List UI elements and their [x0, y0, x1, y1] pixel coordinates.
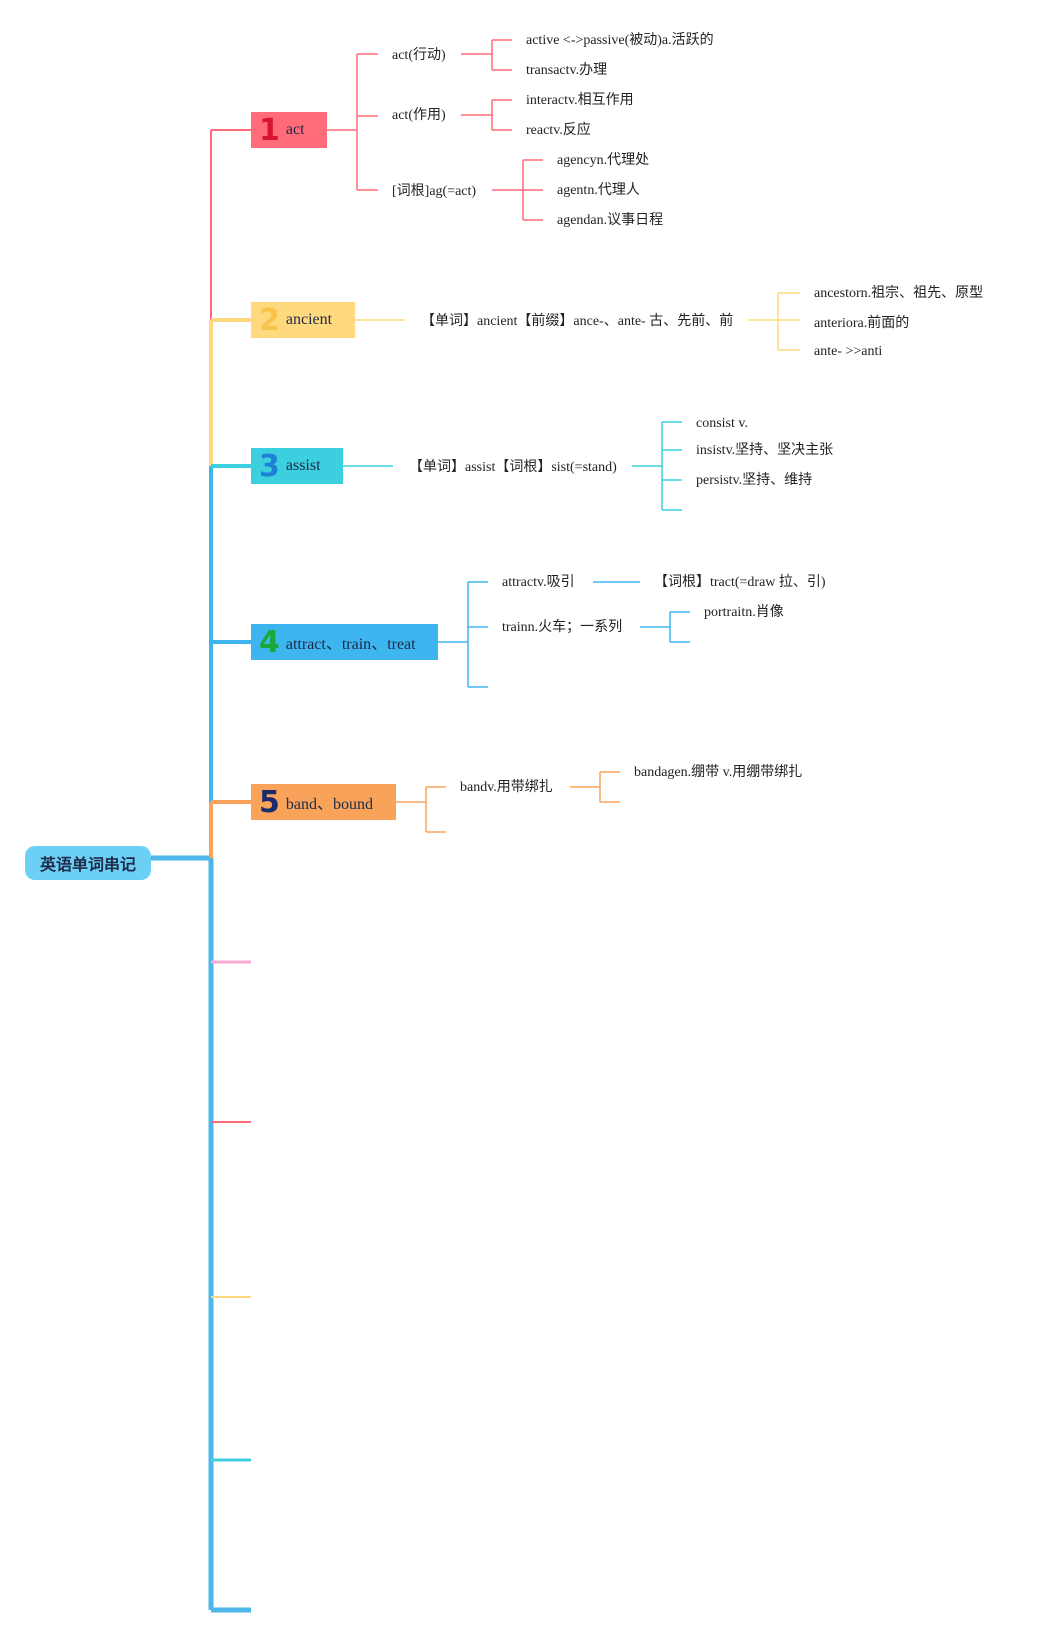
subtopic-1-2[interactable]: act(作用) [392, 108, 446, 123]
topic-number-4: 4 [259, 625, 280, 660]
leaf-3-1-3[interactable]: persistv.坚持、维持 [696, 473, 813, 488]
subtopic-5-1[interactable]: bandv.用带绑扎 [460, 780, 553, 795]
subtopic-1-1[interactable]: act(行动) [392, 48, 446, 63]
topic-label-4: attract、train、treat [285, 636, 416, 653]
topic-4-connectors [438, 581, 690, 688]
topic-1-connectors [327, 39, 543, 221]
subtopic-2-1[interactable]: 【单词】ancient【前缀】ance-、ante- 古、先前、前 [421, 314, 734, 329]
leaf-3-1-2[interactable]: insistv.坚持、坚决主张 [696, 443, 834, 458]
topic-label-1: act [285, 121, 305, 138]
leaf-1-3-2[interactable]: agentn.代理人 [557, 183, 640, 198]
leaf-1-3-3[interactable]: agendan.议事日程 [557, 213, 664, 228]
topic-label-5: band、bound [285, 796, 373, 813]
topic-2-connectors [355, 292, 800, 351]
subtopic-3-1[interactable]: 【单词】assist【词根】sist(=stand) [409, 460, 617, 475]
leaf-1-1-1[interactable]: active <->passive(被动)a.活跃的 [526, 33, 714, 48]
root-label: 英语单词串记 [39, 855, 136, 874]
topic-label-3: assist [285, 457, 321, 474]
topic-node-2[interactable]: 2 ancient [251, 302, 355, 338]
topic-number-3: 3 [259, 449, 280, 484]
topic-number-5: 5 [259, 785, 280, 820]
subtopic-4-1[interactable]: attractv.吸引 [502, 575, 575, 590]
leaf-2-1-1[interactable]: ancestorn.祖宗、祖先、原型 [814, 286, 984, 301]
leaf-4-2-1[interactable]: portraitn.肖像 [704, 605, 784, 620]
topic-5-connectors [396, 771, 620, 833]
leaf-2-1-2[interactable]: anteriora.前面的 [814, 316, 910, 331]
leaf-2-1-3[interactable]: ante- >>anti [814, 344, 883, 359]
topic-node-1[interactable]: 1 act [251, 112, 327, 148]
topic-3-connectors [343, 421, 682, 511]
topic-number-1: 1 [259, 113, 280, 148]
leaf-5-1-1[interactable]: bandagen.绷带 v.用绷带绑扎 [634, 765, 803, 780]
subtopic-4-2[interactable]: trainn.火车；一系列 [502, 620, 623, 635]
leaf-1-1-2[interactable]: transactv.办理 [526, 63, 608, 78]
topic-number-2: 2 [259, 303, 280, 338]
topic-label-2: ancient [285, 311, 333, 328]
topic-node-3[interactable]: 3 assist [251, 448, 343, 484]
leaf-3-1-1[interactable]: consist v. [696, 416, 748, 431]
topic-node-4[interactable]: 4 attract、train、treat [251, 624, 438, 660]
leaf-1-3-1[interactable]: agencyn.代理处 [557, 153, 650, 168]
topic-node-5[interactable]: 5 band、bound [251, 784, 396, 820]
leaf-4-1-1[interactable]: 【词根】tract(=draw 拉、引) [654, 575, 826, 590]
leaf-1-2-2[interactable]: reactv.反应 [526, 123, 591, 138]
root-node[interactable]: 英语单词串记 [25, 846, 151, 880]
leaf-1-2-1[interactable]: interactv.相互作用 [526, 93, 634, 108]
subtopic-1-3[interactable]: [词根]ag(=act) [392, 184, 477, 199]
